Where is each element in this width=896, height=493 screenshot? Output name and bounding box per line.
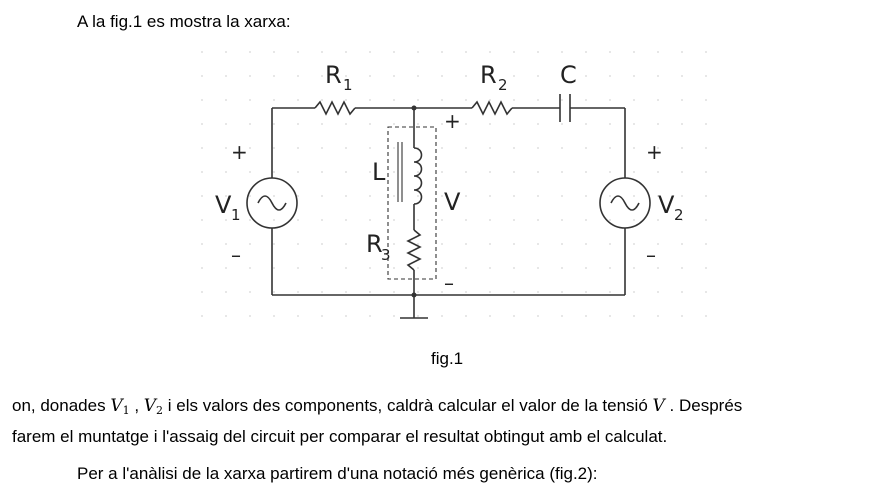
para-text-1: on, donades	[12, 396, 111, 415]
resistor-r3	[406, 229, 422, 271]
para-line-2: farem el muntatge i l'assaig del circuit…	[12, 427, 668, 446]
label-v1: V	[215, 191, 232, 219]
label-v1-sub: 1	[231, 206, 241, 224]
label-v: V	[444, 188, 461, 216]
label-v2: V	[658, 191, 675, 219]
node-bottom	[411, 292, 417, 298]
inductor-l	[413, 147, 423, 205]
sine-icon-v1	[257, 195, 287, 211]
label-l: L	[372, 158, 386, 186]
intro-text: A la fig.1 es mostra la xarxa:	[77, 12, 291, 31]
minus-sign-v1: –	[231, 243, 241, 267]
label-r1-sub: 1	[343, 76, 353, 94]
sine-icon-v2	[610, 195, 640, 211]
node-top	[411, 105, 417, 111]
minus-sign-v: –	[444, 271, 454, 295]
body-paragraph-2: Per a l'anàlisi de la xarxa partirem d'u…	[77, 464, 598, 483]
plus-sign-v2: +	[646, 140, 663, 164]
label-r3: R	[366, 230, 383, 258]
body-paragraph: on, donades V1 , V2 i els valors des com…	[12, 393, 896, 450]
dashed-box	[387, 126, 437, 280]
plus-sign-v1: +	[231, 140, 248, 164]
label-r2: R	[480, 61, 497, 89]
label-r2-sub: 2	[498, 76, 508, 94]
figure-caption: fig.1	[431, 349, 464, 368]
circuit-diagram: R 1 R 2 C L R 3 V 1 V 2 V + – + – + –	[200, 50, 710, 335]
resistor-r2	[471, 100, 513, 116]
minus-sign-v2: –	[646, 243, 656, 267]
label-r1: R	[325, 61, 342, 89]
math-v: V	[652, 396, 665, 416]
para-sep: ,	[129, 396, 144, 415]
plus-sign-v: +	[444, 109, 461, 133]
math-v1: V1	[110, 396, 130, 417]
label-v2-sub: 2	[674, 206, 684, 224]
label-c: C	[560, 61, 577, 89]
para-text-3: . Després	[664, 396, 743, 415]
para-text-2: i els valors des components, caldrà calc…	[163, 396, 653, 415]
label-r3-sub: 3	[381, 246, 391, 264]
resistor-r1	[314, 100, 356, 116]
math-v2: V2	[143, 396, 164, 417]
